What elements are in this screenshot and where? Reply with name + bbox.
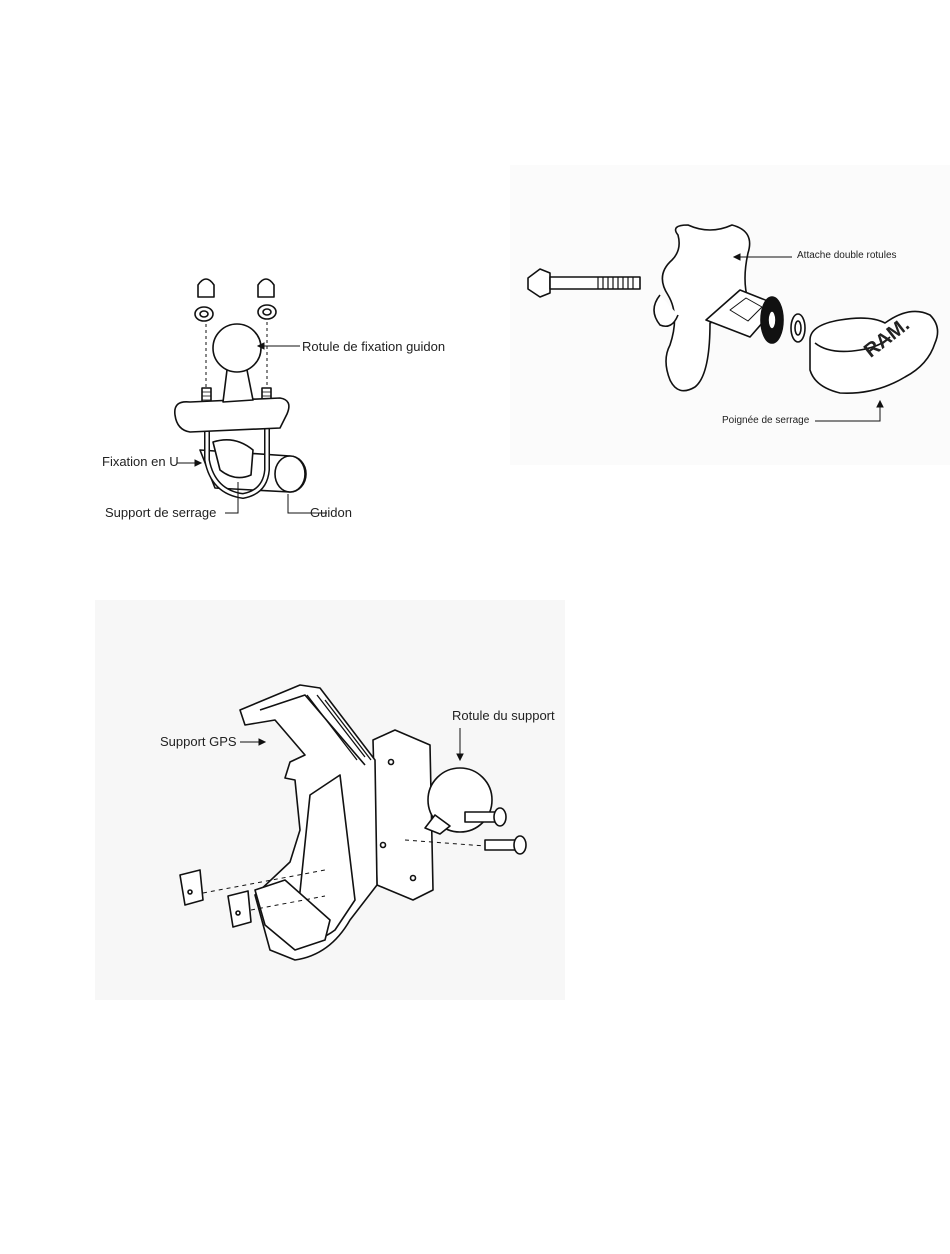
handlebar-mount-drawing xyxy=(95,260,465,540)
gps-cradle-drawing xyxy=(95,600,565,1000)
label-cradle-ball: Rotule du support xyxy=(452,708,555,723)
cradle-back-plate xyxy=(373,730,433,900)
pad-right xyxy=(228,891,251,927)
pad-left xyxy=(180,870,203,905)
nut-cap-right xyxy=(258,279,274,297)
double-socket-arm-diagram: Attache double rotules Poignée de serrag… xyxy=(510,165,950,465)
label-arm: Attache double rotules xyxy=(797,250,897,261)
label-u-bolt: Fixation en U xyxy=(102,454,179,469)
screw-lower xyxy=(485,836,526,854)
label-ball: Rotule de fixation guidon xyxy=(302,339,445,354)
label-knob: Poignée de serrage xyxy=(722,415,809,426)
lock-nut-right xyxy=(258,305,276,319)
label-handlebar: Guidon xyxy=(310,505,352,520)
bolt xyxy=(528,269,640,297)
mount-ball xyxy=(213,324,261,372)
base-plate xyxy=(175,398,289,432)
label-cradle: Support GPS xyxy=(160,734,237,749)
lock-nut-left xyxy=(195,307,213,321)
label-clamp: Support de serrage xyxy=(105,505,216,520)
nut-cap-left xyxy=(198,279,214,297)
handlebar-mount-diagram: Rotule de fixation guidon Fixation en U … xyxy=(95,260,465,540)
gps-cradle-diagram: Support GPS Rotule du support xyxy=(95,600,565,1000)
